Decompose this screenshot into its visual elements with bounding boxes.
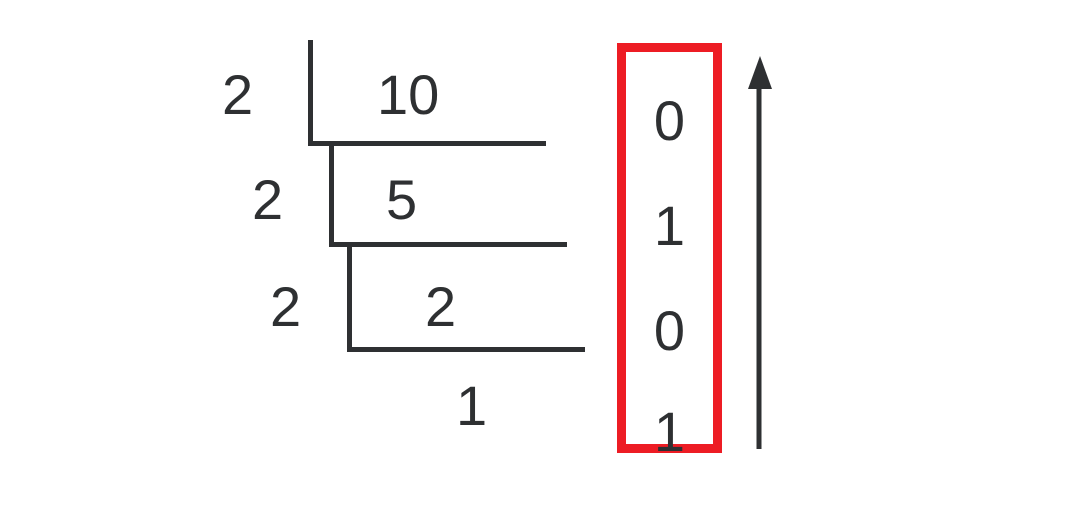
divisor-3: 2 [270,275,302,338]
dividend-1: 10 [377,63,440,126]
remainder-digit-3: 0 [653,299,686,362]
ladder-vline-1 [308,40,313,146]
read-direction-arrow-icon [748,56,772,449]
remainder-digit-1: 0 [653,89,686,152]
ladder-hline-1 [308,141,546,146]
division-ladder: 2 10 2 5 2 2 1 [222,40,585,437]
ladder-vline-3 [347,242,352,350]
dividend-3: 2 [425,275,457,338]
remainder-digit-column: 0 1 0 1 [626,52,713,460]
ladder-hline-2 [329,242,567,247]
divisor-1: 2 [222,63,254,126]
dividend-2: 5 [386,168,418,231]
divisor-2: 2 [252,168,284,231]
remainder-digit-4: 1 [653,400,686,463]
ladder-hline-3 [347,347,585,352]
ladder-vline-2 [329,141,334,247]
remainder-digit-2: 1 [653,194,686,257]
final-quotient: 1 [456,374,488,437]
remainder-highlight-box: 0 1 0 1 [617,43,722,460]
